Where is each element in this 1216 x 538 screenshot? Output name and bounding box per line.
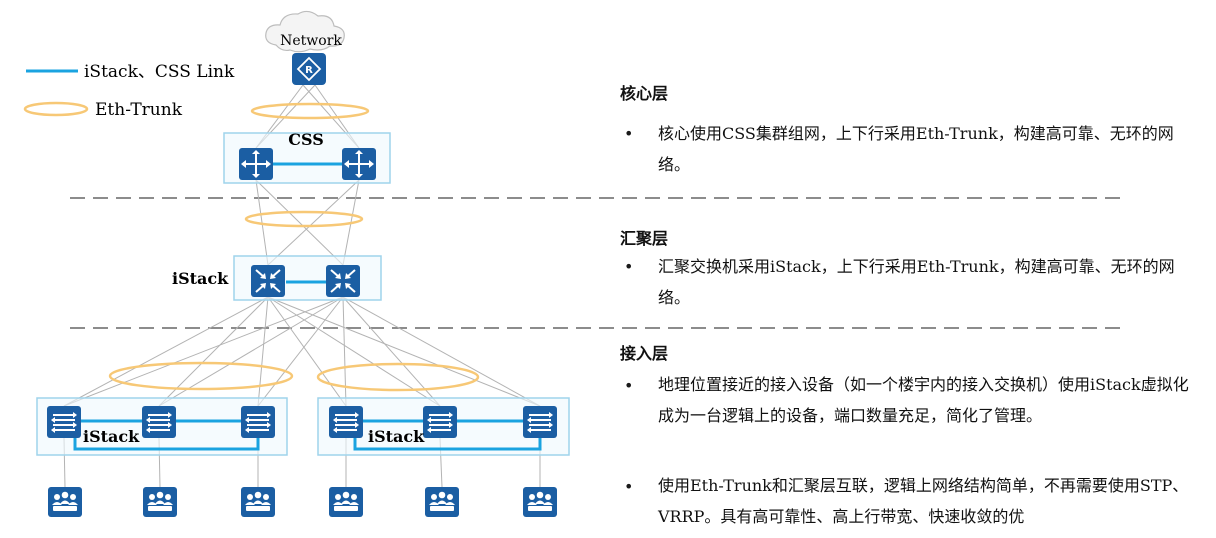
bullet-marker: •	[624, 257, 634, 276]
aggregation-switch-icon-1[interactable]	[251, 265, 285, 297]
access-switch-icon-4[interactable]	[329, 406, 363, 438]
link-line	[267, 296, 347, 407]
istack-aggregation-label: iStack	[172, 269, 229, 288]
link-line	[63, 296, 344, 407]
legend-stack-link-label: iStack、CSS Link	[84, 62, 235, 82]
link-line	[342, 296, 347, 407]
eth-trunk-aggregation-access-right	[316, 362, 480, 392]
aggregation-layer-title: 汇聚层	[620, 229, 669, 248]
link-line	[63, 296, 269, 407]
link-line	[342, 296, 441, 407]
access-layer-bullet-1: 地理位置接近的接入设备（如一个楼宇内的接入交换机）使用iStack虚拟化成为一台…	[658, 375, 1189, 425]
link-line	[255, 179, 269, 266]
access-switch-icon-1[interactable]	[47, 406, 81, 438]
access-switch-icon-5[interactable]	[423, 406, 457, 438]
core-layer-title: 核心层	[620, 84, 669, 103]
bullet-marker: •	[624, 376, 634, 395]
core-layer-bullet-1: 核心使用CSS集群组网，上下行采用Eth-Trunk，构建高可靠、无环的网络。	[658, 124, 1174, 174]
link-line	[342, 296, 541, 407]
user-group-icon-3	[241, 487, 275, 517]
eth-trunk-core-aggregation	[244, 210, 364, 228]
access-switch-icon-6[interactable]	[523, 406, 557, 438]
router-icon[interactable]	[292, 53, 326, 85]
eth-trunk-bundles	[108, 102, 480, 392]
aggregation-layer-bullet-1: 汇聚交换机采用iStack，上下行采用Eth-Trunk，构建高可靠、无环的网络…	[658, 257, 1175, 307]
istack-access-left-label: iStack	[83, 427, 140, 446]
link-line	[255, 179, 344, 266]
access-switch-icon-2[interactable]	[142, 406, 176, 438]
link-line	[267, 296, 541, 407]
link-line	[257, 296, 344, 407]
link-line	[267, 179, 360, 266]
user-group-icon-1	[48, 487, 82, 517]
legend-eth-trunk-swatch	[23, 101, 89, 117]
core-switch-icon-2[interactable]	[342, 148, 376, 180]
eth-trunk-aggregation-access-left	[108, 361, 294, 391]
bullet-marker: •	[624, 477, 634, 496]
legend-eth-trunk-label: Eth-Trunk	[95, 100, 183, 120]
legend: iStack、CSS Link Eth-Trunk	[23, 62, 235, 120]
user-group-icon-5	[425, 487, 459, 517]
stack-links	[73, 162, 542, 451]
link-line	[257, 296, 269, 407]
user-group-icon-6	[523, 487, 557, 517]
access-switch-icon-3[interactable]	[241, 406, 275, 438]
cloud-icon	[265, 10, 345, 53]
istack-access-right-label: iStack	[368, 427, 425, 446]
aggregation-switch-icon-2[interactable]	[326, 265, 360, 297]
user-group-icon-4	[329, 487, 363, 517]
network-label: Network	[280, 33, 342, 49]
access-layer-bullet-2: 使用Eth-Trunk和汇聚层互联，逻辑上网络结构简单，不再需要使用STP、VR…	[658, 476, 1189, 526]
core-switch-icon-1[interactable]	[239, 148, 273, 180]
access-layer-title: 接入层	[620, 344, 669, 363]
eth-trunk-router-core	[250, 102, 370, 120]
user-group-icon-2	[143, 487, 177, 517]
css-label: CSS	[288, 130, 324, 149]
bullet-marker: •	[624, 124, 634, 143]
